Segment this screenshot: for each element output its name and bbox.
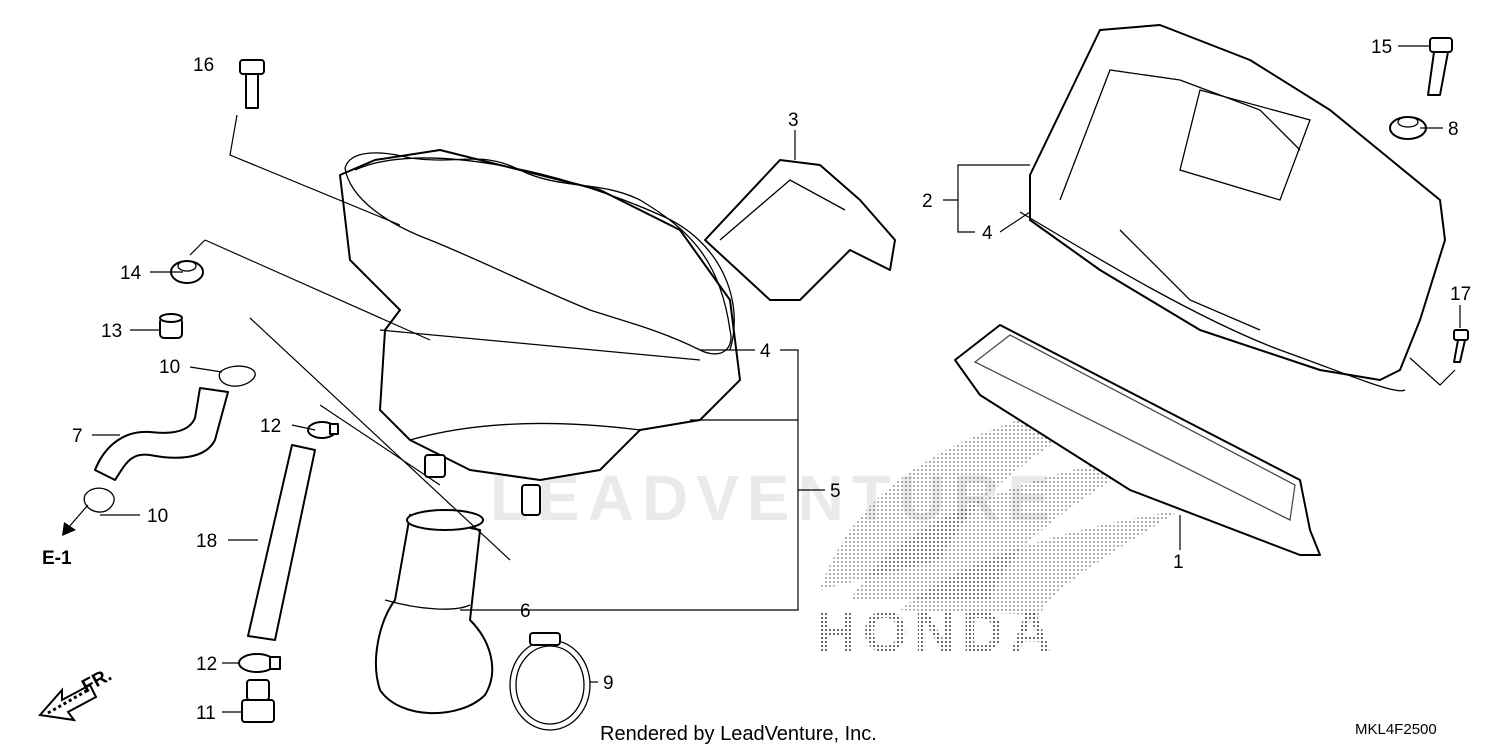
part-10-clip-upper: [218, 365, 256, 387]
callout-16: 16: [193, 55, 214, 76]
callout-18: 18: [196, 531, 217, 552]
part-3-duct: [704, 159, 896, 301]
part-11-fitting: [241, 679, 275, 723]
e1-arrow-head: [62, 522, 76, 536]
diagram-code: MKL4F2500: [1355, 721, 1437, 738]
callout-4-case: 4: [760, 341, 771, 362]
part-4-seal-case: [344, 152, 732, 355]
callout-12-lower: 12: [196, 654, 217, 675]
part-15-screw: [1427, 37, 1453, 96]
callout-8: 8: [1448, 119, 1459, 140]
part-18-tube: [247, 444, 316, 641]
part-6-tube-band: [384, 599, 471, 610]
callout-4-cover: 4: [982, 223, 993, 244]
callout-14: 14: [120, 263, 142, 284]
watermark-text: LEADVENTURE: [490, 462, 1058, 534]
part-6-intake-tube: [374, 514, 494, 715]
reference-e1: E-1: [42, 548, 72, 569]
part-4-seal-cover: [1019, 211, 1406, 392]
callout-10-lower: 10: [147, 506, 168, 527]
callout-12-upper: 12: [260, 416, 281, 437]
honda-logo-text: HONDA: [815, 600, 1058, 665]
e1-arrow-line: [67, 504, 89, 529]
callout-1: 1: [1173, 552, 1184, 573]
air-cleaner-case: [339, 149, 741, 516]
part-12-clamp-lower: [238, 653, 281, 673]
part-6-tube-mouth: [406, 509, 484, 531]
part-1-filter-element: [954, 324, 1321, 556]
callout-6: 6: [520, 601, 531, 622]
honda-wing-logo: [820, 390, 1180, 615]
part-2-cover: [1029, 24, 1446, 381]
part-9-clamp-band: [509, 632, 591, 731]
front-arrow-icon: [38, 683, 98, 722]
part-10-clip-lower: [83, 487, 115, 513]
callout-10-upper: 10: [159, 357, 180, 378]
part-12-clamp-upper: [307, 421, 339, 439]
part-14-grommet: [170, 260, 204, 284]
credit-text: Rendered by LeadVenture, Inc.: [600, 723, 877, 745]
leader-lines: [92, 45, 1461, 713]
part-13-collar: [159, 313, 183, 339]
callout-7: 7: [72, 426, 83, 447]
callout-15: 15: [1371, 37, 1392, 58]
callout-9: 9: [603, 673, 614, 694]
callout-2: 2: [922, 191, 933, 212]
callout-17: 17: [1450, 284, 1471, 305]
part-16-bolt: [239, 59, 265, 109]
part-7-hose: [94, 387, 229, 481]
part-17-screw: [1453, 329, 1469, 363]
callout-3: 3: [788, 110, 799, 131]
callout-11: 11: [196, 703, 216, 724]
callout-5: 5: [830, 481, 841, 502]
part-3-duct-rib: [719, 179, 846, 241]
callout-13: 13: [101, 321, 122, 342]
